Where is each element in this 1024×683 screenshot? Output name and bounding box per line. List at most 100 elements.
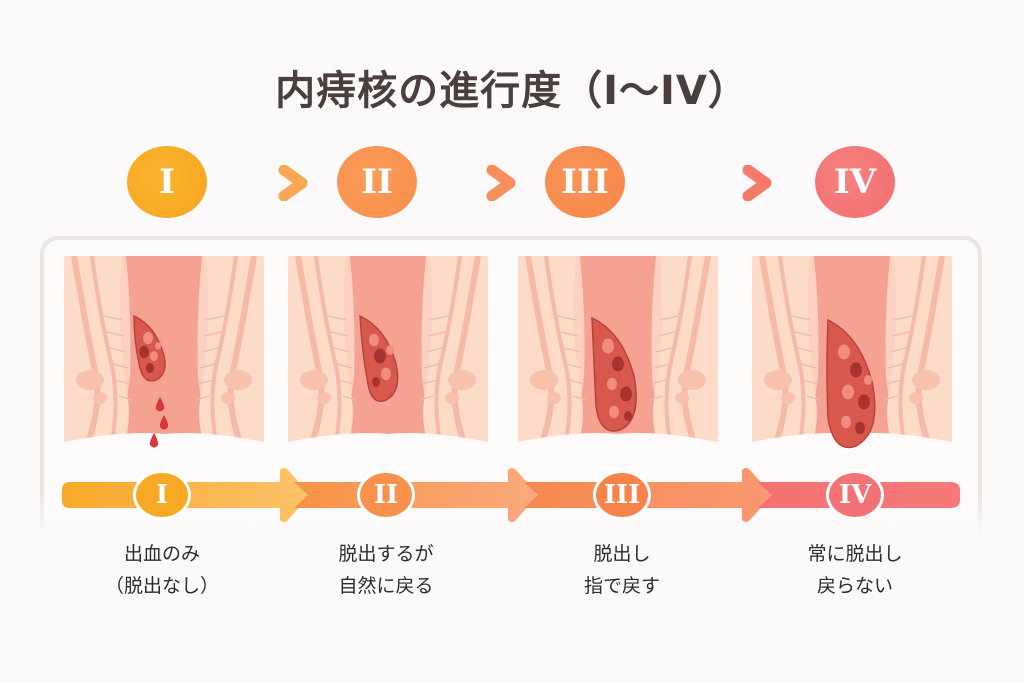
hemorrhoid-spot: [607, 377, 617, 391]
stage-illustration-4: [752, 256, 952, 452]
muscle-texture: [330, 331, 349, 337]
bar-badge-4: IV: [826, 470, 884, 520]
muscle-texture: [419, 395, 434, 401]
hemorrhoid-spot: [864, 375, 872, 385]
hemorrhoid-spot: [620, 386, 632, 402]
muscle-texture: [205, 315, 225, 321]
muscle-texture: [195, 395, 210, 401]
hemorrhoid-spot: [624, 411, 632, 421]
muscle-texture: [339, 379, 355, 385]
stage-numeral: I: [159, 162, 175, 202]
muscle-texture: [655, 347, 673, 353]
muscle-texture: [112, 363, 129, 369]
stage-circle-1: I: [127, 146, 207, 218]
arrow-right-icon: [218, 165, 308, 201]
left-muscle-fold: [90, 256, 118, 452]
stage-caption-4: 常に脱出し 戻らない: [755, 538, 955, 602]
muscle-texture: [342, 395, 357, 401]
right-muscle-node: [678, 370, 706, 390]
muscle-texture: [657, 331, 676, 337]
muscle-texture: [563, 347, 581, 353]
left-muscle-node: [781, 392, 795, 404]
caption-line: 出血のみ: [123, 543, 200, 565]
muscle-texture: [118, 395, 133, 401]
bar-segment-2: [294, 468, 538, 522]
left-muscle-fold: [314, 256, 342, 452]
stage-numeral: IV: [833, 162, 877, 202]
muscle-texture: [649, 395, 664, 401]
muscle-texture: [103, 315, 123, 321]
stage-circle-4: IV: [815, 146, 895, 218]
muscle-texture: [803, 379, 819, 385]
left-muscle-fold: [71, 256, 101, 452]
muscle-texture: [429, 315, 449, 321]
muscle-texture: [791, 315, 811, 321]
right-muscle-node: [445, 392, 459, 404]
hemorrhoid-spot: [855, 421, 865, 435]
arrow-right-icon: [636, 165, 772, 201]
bar-badge-numeral: I: [155, 480, 169, 510]
left-muscle-node: [530, 370, 558, 390]
left-muscle-fold: [778, 256, 806, 452]
muscle-texture: [572, 395, 587, 401]
right-muscle-fold: [681, 256, 711, 452]
hemorrhoid-spot: [850, 362, 862, 378]
muscle-texture: [421, 379, 437, 385]
skin-opening: [288, 433, 488, 452]
caption-line: 脱出するが: [338, 543, 434, 565]
left-muscle-fold: [544, 256, 572, 452]
muscle-texture: [327, 315, 347, 321]
muscle-texture: [201, 347, 219, 353]
muscle-texture: [199, 363, 216, 369]
hemorrhoid-spot: [381, 367, 391, 381]
right-muscle-fold: [915, 256, 945, 452]
stage-illustration-3: [518, 256, 718, 452]
muscle-texture: [336, 363, 353, 369]
muscle-texture: [794, 331, 813, 337]
right-muscle-fold: [898, 256, 926, 452]
hemorrhoid-spot: [842, 384, 854, 400]
muscle-texture: [885, 379, 901, 385]
hemorrhoid-spot: [372, 377, 380, 387]
hemorrhoid-cross-section-illustration: [288, 256, 488, 452]
stage-illustration-2: [288, 256, 488, 452]
stage-circle-3: III: [545, 146, 625, 218]
caption-line: （脱出なし）: [104, 575, 219, 597]
left-muscle-fold: [759, 256, 789, 452]
right-muscle-node: [221, 392, 235, 404]
hemorrhoid-spot: [150, 351, 158, 361]
stage-numeral: III: [561, 162, 609, 202]
bar-badge-2: II: [357, 470, 415, 520]
stage-caption-2: 脱出するが 自然に戻る: [286, 538, 486, 602]
skin-opening: [64, 433, 264, 452]
right-muscle-fold: [664, 256, 692, 452]
hemorrhoid-spot: [146, 363, 154, 373]
bar-badge-1: I: [133, 470, 191, 520]
muscle-texture: [883, 395, 898, 401]
blood-drop-icon: [159, 415, 169, 430]
caption-line: 指で戻す: [583, 575, 660, 597]
hemorrhoid: [133, 314, 166, 382]
caption-line: 脱出し: [593, 543, 651, 565]
hemorrhoid-cross-section-illustration: [752, 256, 952, 452]
left-muscle-fold: [295, 256, 325, 452]
muscle-texture: [197, 379, 213, 385]
left-muscle-node: [93, 392, 107, 404]
muscle-texture: [569, 379, 585, 385]
bar-badge-numeral: III: [603, 480, 641, 510]
muscle-texture: [427, 331, 446, 337]
muscle-texture: [423, 363, 440, 369]
hemorrhoid-cross-section-illustration: [64, 256, 264, 452]
right-muscle-fold: [451, 256, 481, 452]
bar-badge-numeral: II: [373, 480, 399, 510]
caption-line: 自然に戻る: [338, 575, 434, 597]
muscle-texture: [109, 347, 127, 353]
left-muscle-node: [764, 370, 792, 390]
muscle-texture: [203, 331, 222, 337]
muscle-texture: [887, 363, 904, 369]
left-muscle-fold: [525, 256, 555, 452]
right-muscle-node: [224, 370, 252, 390]
stage-caption-3: 脱出し 指で戻す: [522, 538, 722, 602]
muscle-texture: [806, 395, 821, 401]
muscle-texture: [653, 363, 670, 369]
